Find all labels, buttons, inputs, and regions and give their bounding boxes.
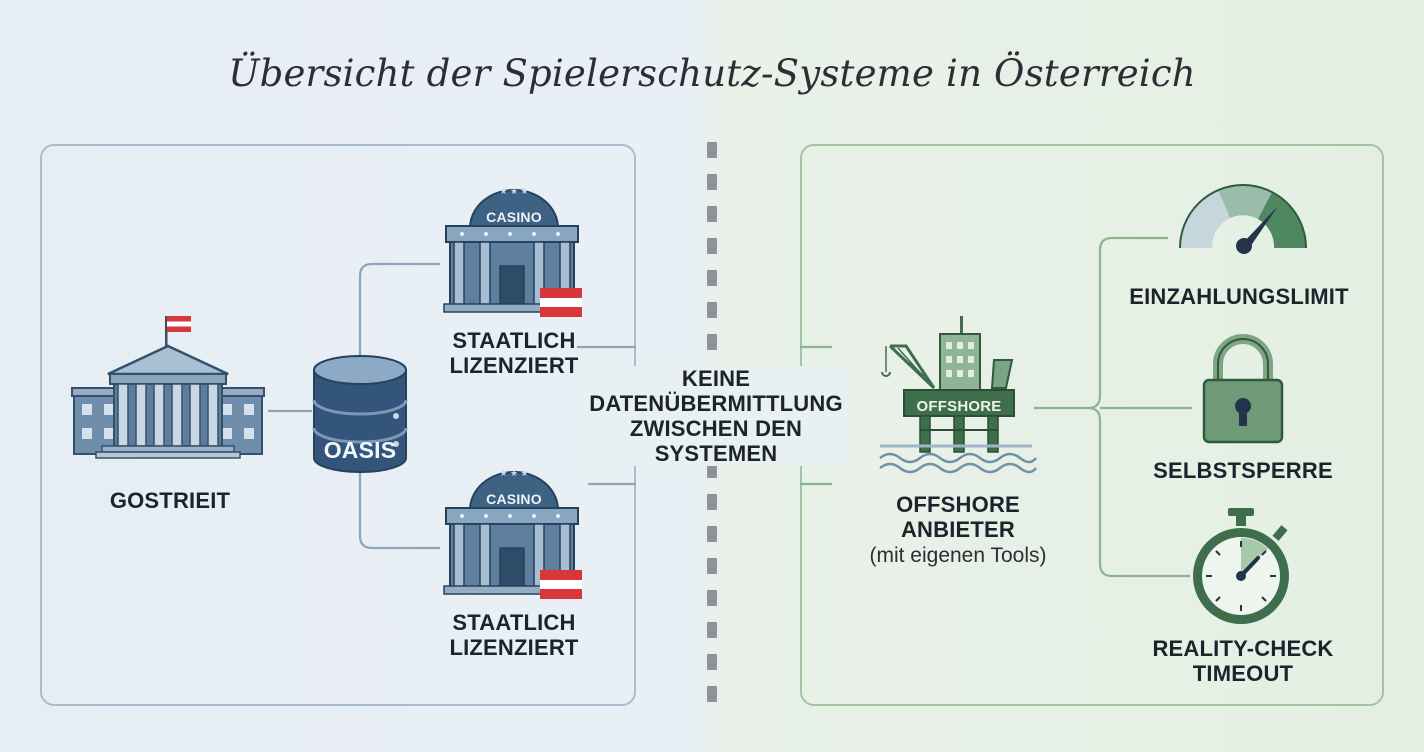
- page-title: Übersicht der Spielerschutz-Systeme in Ö…: [228, 52, 1196, 95]
- casino-top-label: STAATLICH LIZENZIERT: [434, 328, 594, 378]
- casino-sign: CASINO: [486, 491, 542, 507]
- note-line-4: SYSTEMEN: [654, 441, 778, 466]
- government-label: GOSTRIEIT: [109, 488, 231, 513]
- offshore-label-line1: OFFSHORE: [896, 492, 1020, 517]
- database-icon: [312, 355, 408, 473]
- casino-building-icon: ★ ★ ★: [443, 186, 582, 317]
- casino-top-label-line2: LIZENZIERT: [449, 353, 579, 378]
- gauge-icon: [1179, 184, 1307, 254]
- casino-bottom-label-line2: LIZENZIERT: [449, 635, 579, 660]
- offshore-sign: OFFSHORE: [916, 398, 1002, 415]
- reality-check-line2: TIMEOUT: [1192, 661, 1294, 686]
- casino-bottom-label: STAATLICH LIZENZIERT: [434, 610, 594, 660]
- casino-bottom-label-line1: STAATLICH: [452, 610, 576, 635]
- note-line-1: KEINE: [681, 366, 751, 391]
- stopwatch-icon: [1193, 508, 1289, 624]
- government-building-icon: [71, 316, 265, 459]
- self-exclusion-label: SELBSTSPERRE: [1153, 458, 1333, 483]
- padlock-icon: [1202, 334, 1284, 444]
- offshore-platform-icon: [879, 316, 1037, 474]
- offshore-provider-label: OFFSHORE ANBIETER: [868, 492, 1048, 542]
- database-label: OASIS: [323, 437, 397, 463]
- svg-text:★ ★ ★: ★ ★ ★: [499, 186, 528, 196]
- reality-check-label: REALITY-CHECK TIMEOUT: [1120, 636, 1366, 686]
- svg-text:★ ★ ★: ★ ★ ★: [499, 468, 528, 478]
- casino-top-label-line1: STAATLICH: [452, 328, 576, 353]
- deposit-limit-label: EINZAHLUNGSLIMIT: [1129, 284, 1349, 309]
- note-line-2: DATENÜBERMITTLUNG: [589, 391, 843, 416]
- reality-check-line1: REALITY-CHECK: [1152, 636, 1334, 661]
- note-line-3: ZWISCHEN DEN: [629, 416, 803, 441]
- no-data-transfer-note: KEINE DATENÜBERMITTLUNG ZWISCHEN DEN SYS…: [584, 366, 848, 466]
- offshore-note: (mit eigenen Tools): [869, 544, 1047, 567]
- casino-building-icon: ★ ★ ★: [443, 468, 582, 599]
- casino-sign: CASINO: [486, 209, 542, 225]
- offshore-label-line2: ANBIETER: [900, 517, 1016, 542]
